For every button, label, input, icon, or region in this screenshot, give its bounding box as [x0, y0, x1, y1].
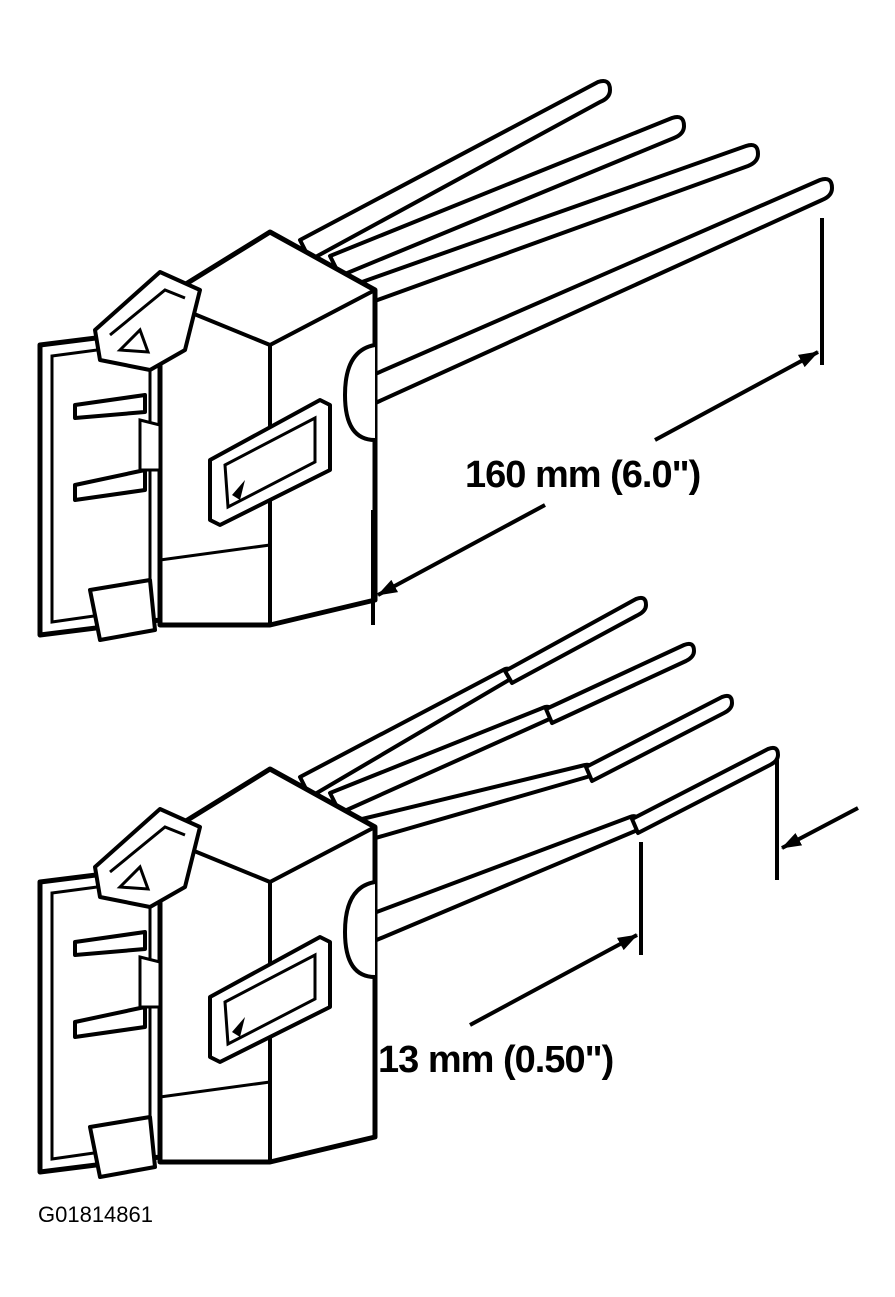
dim-arrow-left	[781, 806, 859, 850]
wire-2	[328, 115, 686, 278]
connector-housing-icon	[40, 232, 375, 640]
bottom-connector: 13 mm (0.50")	[40, 595, 859, 1177]
wire-2-conductor	[544, 641, 696, 725]
top-wires	[298, 79, 834, 412]
dim-arrow-left	[377, 503, 546, 597]
wire-1-conductor	[503, 595, 648, 685]
wire-3	[360, 143, 760, 304]
wire-4-insulation	[348, 814, 642, 949]
top-connector: 160 mm (6.0")	[40, 79, 834, 640]
dimension-label-160mm: 160 mm (6.0")	[465, 454, 700, 496]
dimension-label-13mm: 13 mm (0.50")	[378, 1039, 613, 1081]
dim-arrow-right	[654, 350, 819, 442]
connector-housing-icon	[40, 769, 375, 1177]
dim-arrow-right	[469, 933, 638, 1027]
wire-4	[348, 177, 834, 412]
wire-1	[298, 79, 612, 262]
wire-4-conductor	[630, 745, 780, 835]
wire-3-conductor	[584, 693, 734, 783]
bottom-wires	[298, 595, 780, 949]
figure-code: G01814861	[38, 1202, 153, 1227]
